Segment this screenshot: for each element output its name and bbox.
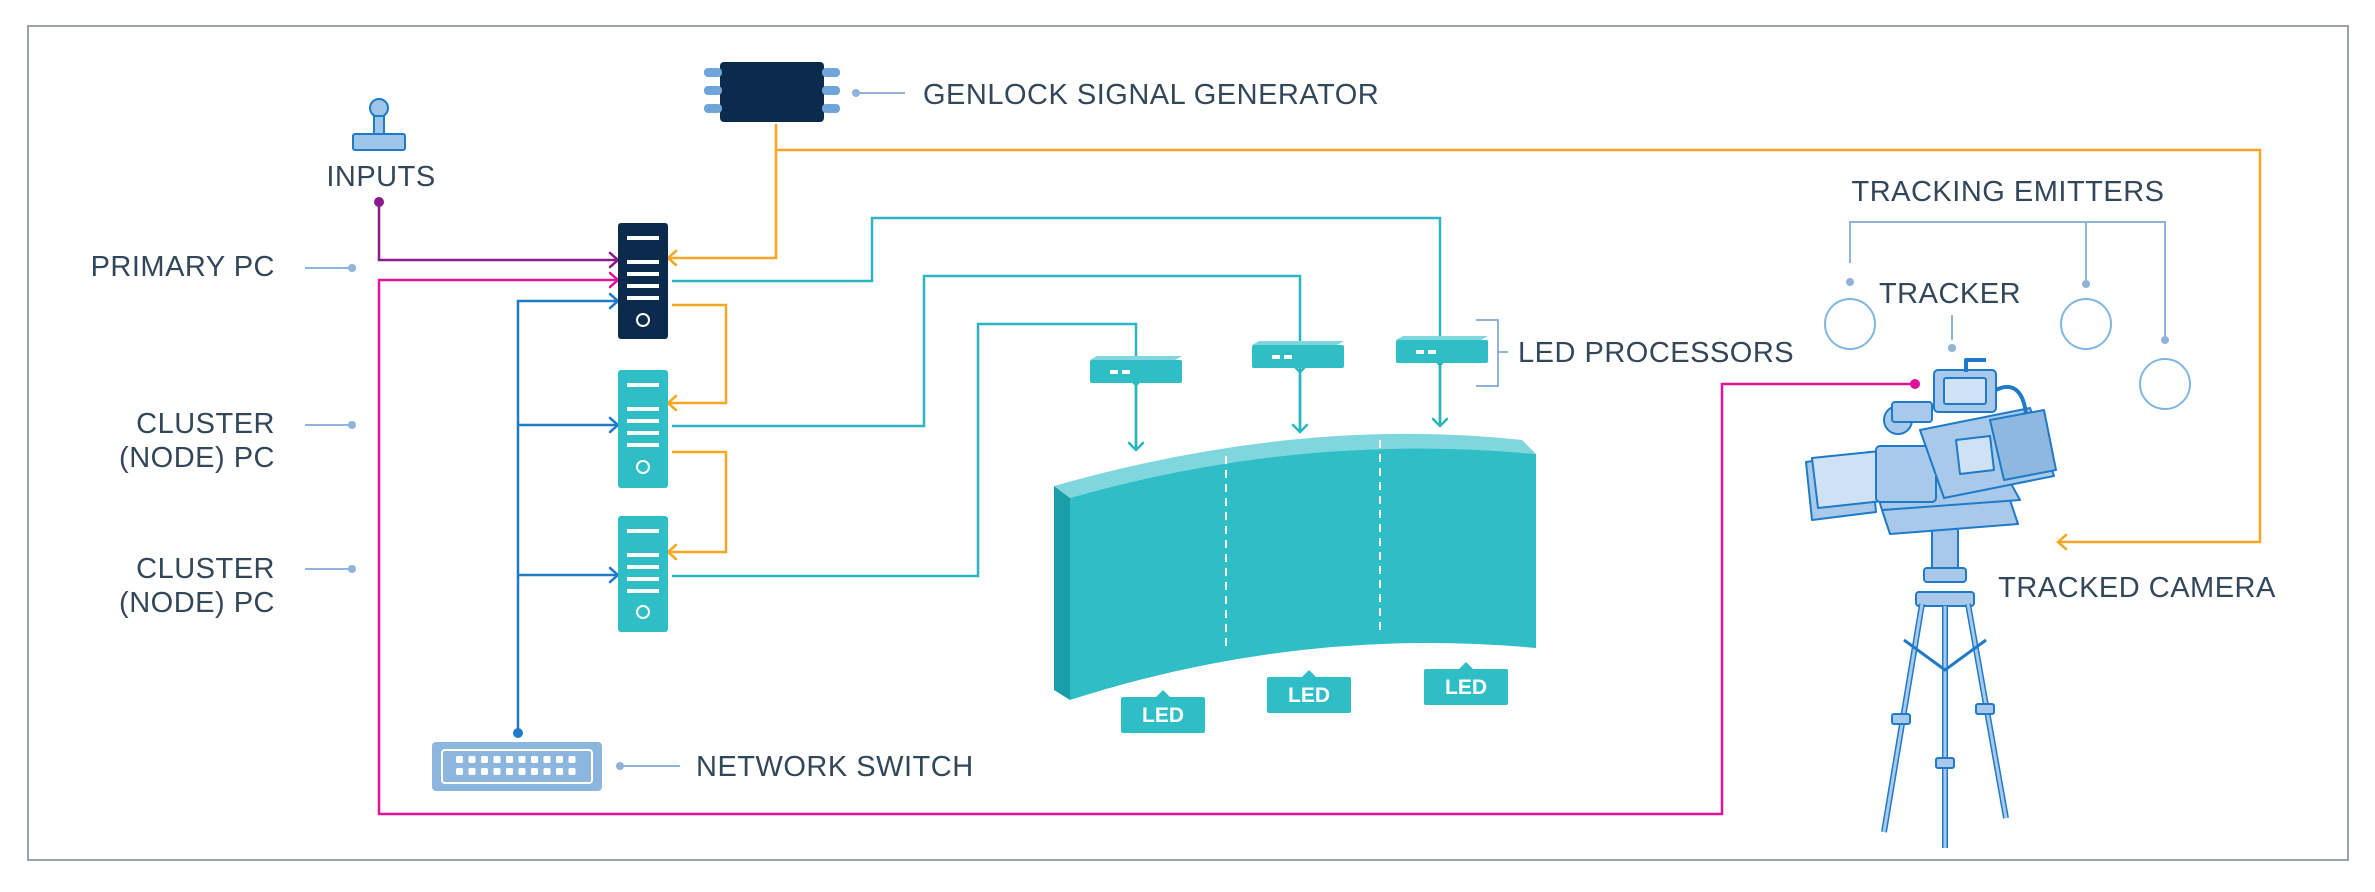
inputs-line — [377, 202, 618, 262]
led-tag-label: LED — [1142, 704, 1184, 727]
led-tag: LED — [1424, 662, 1508, 705]
video-line-primary — [672, 216, 1442, 426]
led-processor-icon — [1090, 356, 1182, 383]
cluster-pc-1-label-line2: (NODE) PC — [119, 442, 275, 474]
tracker-label: TRACKER — [1879, 278, 2021, 310]
cluster-pc-2-label-line1: CLUSTER — [136, 553, 275, 585]
tracker-data-line — [377, 278, 1915, 816]
emitter-icon — [1824, 298, 2191, 410]
led-tag-label: LED — [1445, 676, 1487, 699]
switch-port — [556, 768, 563, 775]
frame-border — [27, 25, 2349, 861]
switch-port — [531, 768, 538, 775]
switch-port — [481, 756, 488, 763]
cluster-pc-1-label-line1: CLUSTER — [136, 408, 275, 440]
genlock-label: GENLOCK SIGNAL GENERATOR — [923, 79, 1379, 111]
genlock-device-icon — [704, 62, 840, 122]
label-guides — [305, 92, 2166, 767]
tracked-camera-label: TRACKED CAMERA — [1998, 572, 2276, 604]
camera-icon — [1805, 358, 2057, 535]
genlock-to-camera-line — [776, 148, 2262, 544]
led-wall-icon — [1054, 433, 1536, 700]
switch-port — [506, 756, 513, 763]
primary-pc-label: PRIMARY PC — [91, 251, 275, 283]
led-tag-label: LED — [1288, 684, 1330, 707]
switch-port — [506, 768, 513, 775]
video-line-cluster1 — [672, 274, 1302, 432]
led-tag: LED — [1121, 690, 1205, 733]
connection-lines — [305, 92, 2262, 816]
cluster-pc-2-label-line2: (NODE) PC — [119, 587, 275, 619]
pc-tower-icon — [618, 370, 668, 488]
switch-port — [518, 756, 526, 763]
switch-port — [568, 768, 576, 775]
connector-dots — [348, 89, 2169, 770]
genlock-to-cluster1-line — [668, 303, 728, 405]
switch-port — [468, 756, 476, 763]
inputs-label: INPUTS — [326, 161, 435, 193]
network-trunk-line — [516, 299, 618, 733]
switch-port — [493, 768, 501, 775]
genlock-to-cluster2-line — [668, 450, 728, 554]
tracking-emitters-label: TRACKING EMITTERS — [1851, 176, 2164, 208]
pc-tower-icon — [618, 516, 668, 632]
network-switch-label: NETWORK SWITCH — [696, 751, 974, 783]
switch-port — [556, 756, 563, 763]
genlock-to-primary-line — [668, 124, 778, 260]
switch-port — [543, 768, 551, 775]
switch-port — [456, 756, 463, 763]
switch-port — [531, 756, 538, 763]
network-switch-icon — [432, 742, 602, 791]
led-processor-icon — [1396, 336, 1488, 363]
labels: GENLOCK SIGNAL GENERATOR INPUTS PRIMARY … — [91, 79, 2276, 783]
tripod-icon — [1881, 527, 2009, 848]
led-processors-label: LED PROCESSORS — [1518, 337, 1794, 369]
joystick-icon — [352, 98, 406, 151]
switch-port — [493, 756, 501, 763]
led-tag: LED — [1267, 670, 1351, 713]
switch-port — [468, 768, 476, 775]
switch-port — [518, 768, 526, 775]
switch-port — [543, 756, 551, 763]
switch-port — [481, 768, 488, 775]
led-processor-icon — [1252, 341, 1344, 368]
switch-port — [568, 756, 576, 763]
switch-port — [456, 768, 463, 775]
pc-tower-icon — [618, 223, 668, 339]
